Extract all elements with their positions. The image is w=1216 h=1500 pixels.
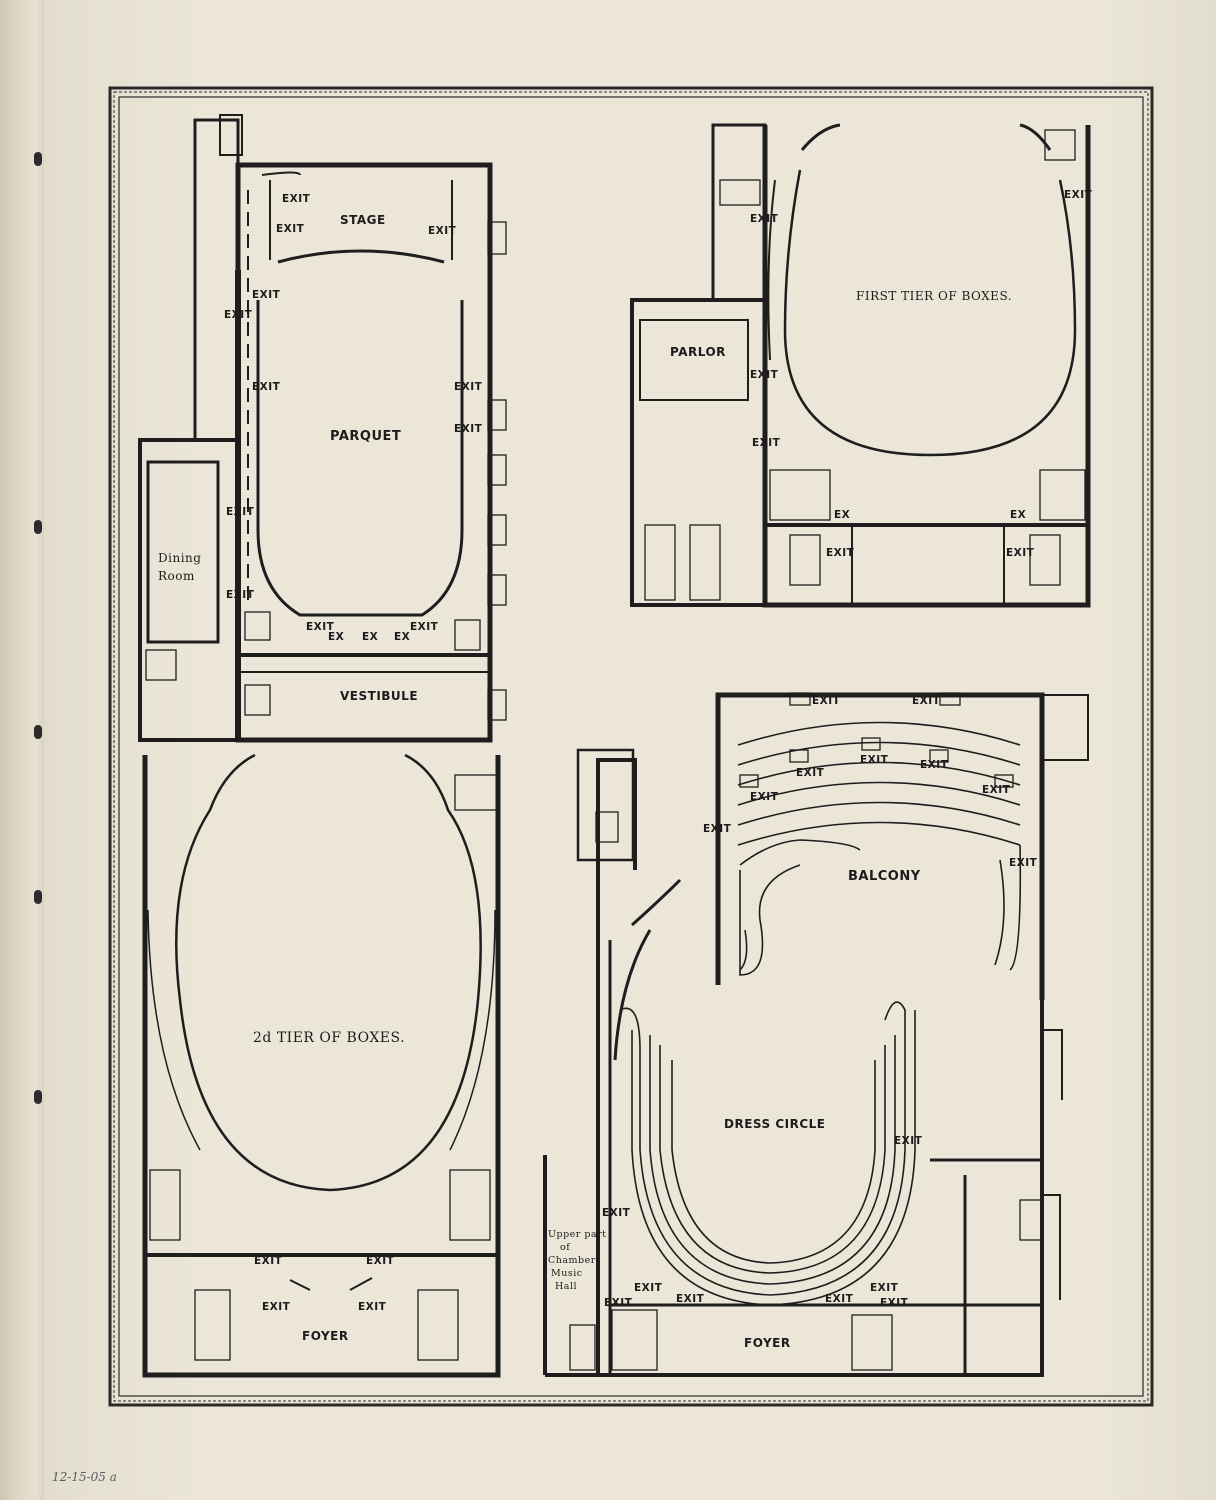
plan-balcony-labels: BALCONY EXIT EXIT EXIT EXIT EXIT EXIT EX… [703, 695, 1038, 884]
label-dress-circle: DRESS CIRCLE [724, 1117, 825, 1131]
chamber-note-line: Chamber [548, 1255, 596, 1266]
stitch-hole [34, 725, 42, 739]
plan-second-tier-labels: 2d TIER OF BOXES. FOYER EXIT EXIT EXIT E… [253, 1030, 405, 1343]
exit-label: EXIT [224, 309, 253, 321]
label-stage: STAGE [340, 213, 386, 227]
plan-dress-circle-labels: DRESS CIRCLE FOYER EXIT EXIT EXIT EXIT E… [548, 1117, 923, 1350]
ex-label: EX [362, 631, 378, 643]
exit-label: EXIT [912, 695, 941, 707]
exit-label: EXIT [454, 381, 483, 393]
exit-label: EXIT [602, 1207, 631, 1219]
ex-label: EX [394, 631, 410, 643]
exit-label: EXIT [825, 1293, 854, 1305]
exit-label: EXIT [282, 193, 311, 205]
exit-label: EXIT [252, 381, 281, 393]
label-vestibule: VESTIBULE [340, 689, 418, 703]
stitch-hole [34, 1090, 42, 1104]
ex-label: EX [328, 631, 344, 643]
exit-label: EXIT [1006, 547, 1035, 559]
exit-label: EXIT [252, 289, 281, 301]
exit-label: EXIT [634, 1282, 663, 1294]
chamber-note-line: Hall [555, 1281, 577, 1292]
exit-label: EXIT [366, 1255, 395, 1267]
stitch-hole [34, 890, 42, 904]
exit-label: EXIT [1009, 857, 1038, 869]
label-foyer: FOYER [302, 1329, 349, 1343]
exit-label: EXIT [226, 506, 255, 518]
exit-label: EXIT [676, 1293, 705, 1305]
stitch-hole [34, 520, 42, 534]
exit-label: EXIT [812, 695, 841, 707]
plan-balcony [715, 692, 1089, 1000]
exit-label: EXIT [894, 1135, 923, 1147]
ex-label: EX [834, 509, 850, 521]
exit-label: EXIT [750, 213, 779, 225]
plan-first-tier-labels: FIRST TIER OF BOXES. PARLOR EXIT EXIT EX… [670, 189, 1093, 559]
label-parquet: PARQUET [330, 429, 401, 444]
exit-label: EXIT [796, 767, 825, 779]
label-room: Room [158, 569, 195, 583]
label-first-tier: FIRST TIER OF BOXES. [856, 289, 1012, 303]
exit-label: EXIT [752, 437, 781, 449]
page-border [108, 86, 1154, 1407]
exit-label: EXIT [826, 547, 855, 559]
chamber-music-note: Upper part of Chamber Music Hall [548, 1229, 606, 1292]
exit-label: EXIT [358, 1301, 387, 1313]
label-foyer: FOYER [744, 1336, 791, 1350]
pencil-annotation: 12-15-05 a [52, 1470, 117, 1484]
exit-label: EXIT [262, 1301, 291, 1313]
chamber-note-line: of [560, 1242, 571, 1253]
label-dining: Dining [158, 551, 201, 565]
exit-label: EXIT [750, 791, 779, 803]
exit-label: EXIT [982, 784, 1011, 796]
exit-label: EXIT [410, 621, 439, 633]
label-balcony: BALCONY [848, 869, 921, 884]
exit-label: EXIT [254, 1255, 283, 1267]
plan-second-tier [142, 753, 501, 1378]
exit-label: EXIT [1064, 189, 1093, 201]
stitch-hole [34, 152, 42, 166]
exit-label: EXIT [454, 423, 483, 435]
exit-label: EXIT [306, 621, 335, 633]
plan-dress-circle [543, 748, 1063, 1377]
plan-ground-labels: STAGE PARQUET VESTIBULE Dining Room EXIT… [158, 193, 483, 703]
exit-label: EXIT [880, 1297, 909, 1309]
exit-label: EXIT [428, 225, 457, 237]
exit-label: EXIT [703, 823, 732, 835]
exit-label: EXIT [920, 759, 949, 771]
exit-label: EXIT [276, 223, 305, 235]
label-second-tier: 2d TIER OF BOXES. [253, 1030, 405, 1046]
ex-label: EX [1010, 509, 1026, 521]
exit-label: EXIT [750, 369, 779, 381]
chamber-note-line: Music [551, 1268, 583, 1279]
exit-label: EXIT [870, 1282, 899, 1294]
binding-edge [0, 0, 44, 1500]
chamber-note-line: Upper part [548, 1229, 606, 1240]
plan-first-tier [630, 123, 1091, 608]
exit-label: EXIT [860, 754, 889, 766]
exit-label: EXIT [604, 1297, 633, 1309]
label-parlor: PARLOR [670, 345, 726, 359]
plan-ground-floor [138, 114, 507, 743]
exit-label: EXIT [226, 589, 255, 601]
